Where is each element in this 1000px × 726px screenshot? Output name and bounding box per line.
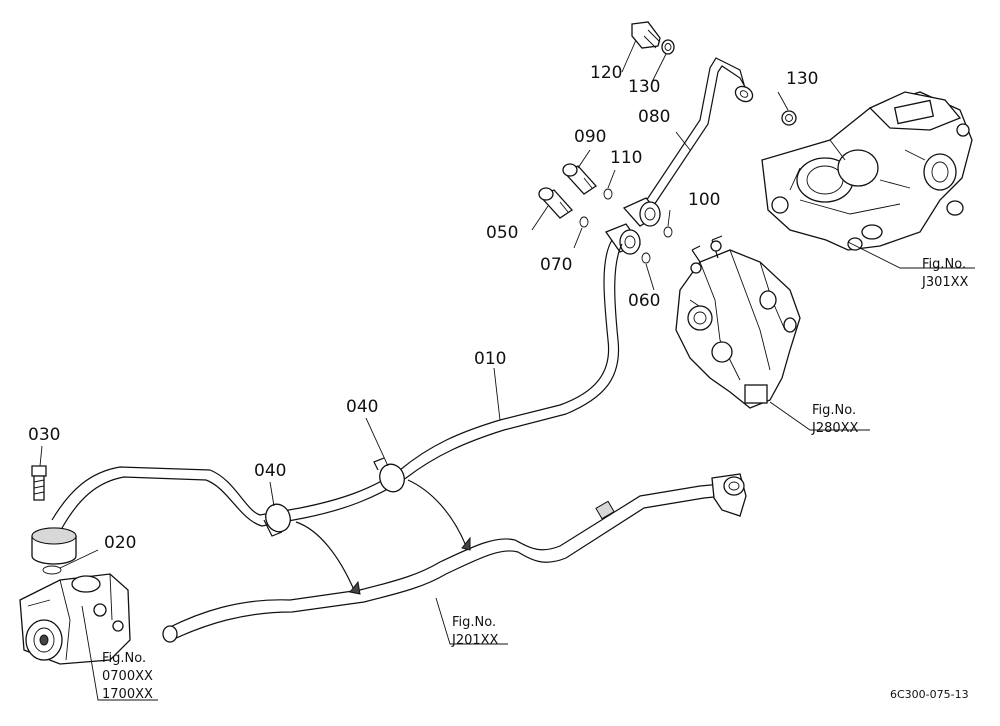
figure-ref-j280: Fig.No. J280XX (811, 403, 859, 436)
control-valve (675, 235, 801, 409)
figure-ref-j301: Fig.No. J301XX (921, 257, 969, 290)
svg-text:J201XX: J201XX (451, 633, 499, 648)
oring-060 (641, 252, 651, 264)
callout-110: 110 (610, 148, 642, 168)
clamp-040-right (373, 457, 405, 493)
hydraulic-housing (761, 91, 973, 251)
callout-100: 100 (688, 190, 720, 210)
assembly-arrow-right (407, 479, 471, 551)
clamp-040-left (263, 503, 291, 537)
callout-130-right: 130 (786, 69, 818, 89)
tube-080 (639, 57, 754, 215)
hydraulic-pump (19, 573, 131, 665)
svg-text:Fig.No.: Fig.No. (452, 615, 496, 630)
callout-040-left: 040 (254, 461, 286, 481)
callout-070: 070 (540, 255, 572, 275)
callout-080: 080 (638, 107, 670, 127)
callout-090: 090 (574, 127, 606, 147)
svg-text:Fig.No.: Fig.No. (922, 257, 966, 272)
oring-070 (579, 216, 589, 228)
banjo-fitting-upper (622, 197, 662, 227)
bolt-030 (31, 465, 47, 501)
callout-040-right: 040 (346, 397, 378, 417)
oring-020 (42, 565, 62, 575)
bolt-090 (562, 163, 597, 195)
banjo-fitting-lower (604, 223, 642, 255)
svg-text:0700XX: 0700XX (102, 669, 153, 684)
figure-ref-pump: Fig.No. 0700XX 1700XX (102, 651, 153, 702)
callout-030: 030 (28, 425, 60, 445)
document-id: 6C300-075-13 (890, 688, 969, 701)
oring-110 (603, 188, 613, 200)
svg-text:1700XX: 1700XX (102, 687, 153, 702)
callout-060: 060 (628, 291, 660, 311)
callouts: 120 130 130 080 090 110 100 050 070 060 … (28, 63, 818, 553)
banjo-bolt-120 (631, 21, 675, 55)
callout-120: 120 (590, 63, 622, 83)
svg-text:J280XX: J280XX (811, 421, 859, 436)
leader-lines (39, 39, 975, 701)
callout-130-left: 130 (628, 77, 660, 97)
oring-100 (663, 226, 673, 238)
assembly-arrow-left (295, 521, 361, 595)
washer-130-right (781, 110, 797, 126)
bolt-050 (538, 187, 573, 219)
svg-text:J301XX: J301XX (921, 275, 969, 290)
callout-010: 010 (474, 349, 506, 369)
callout-050: 050 (486, 223, 518, 243)
flange-block (31, 527, 77, 565)
svg-text:Fig.No.: Fig.No. (102, 651, 146, 666)
figure-ref-j201: Fig.No. J201XX (451, 615, 499, 648)
svg-text:Fig.No.: Fig.No. (812, 403, 856, 418)
tube-010 (51, 239, 623, 529)
callout-020: 020 (104, 533, 136, 553)
return-tube (162, 473, 747, 643)
